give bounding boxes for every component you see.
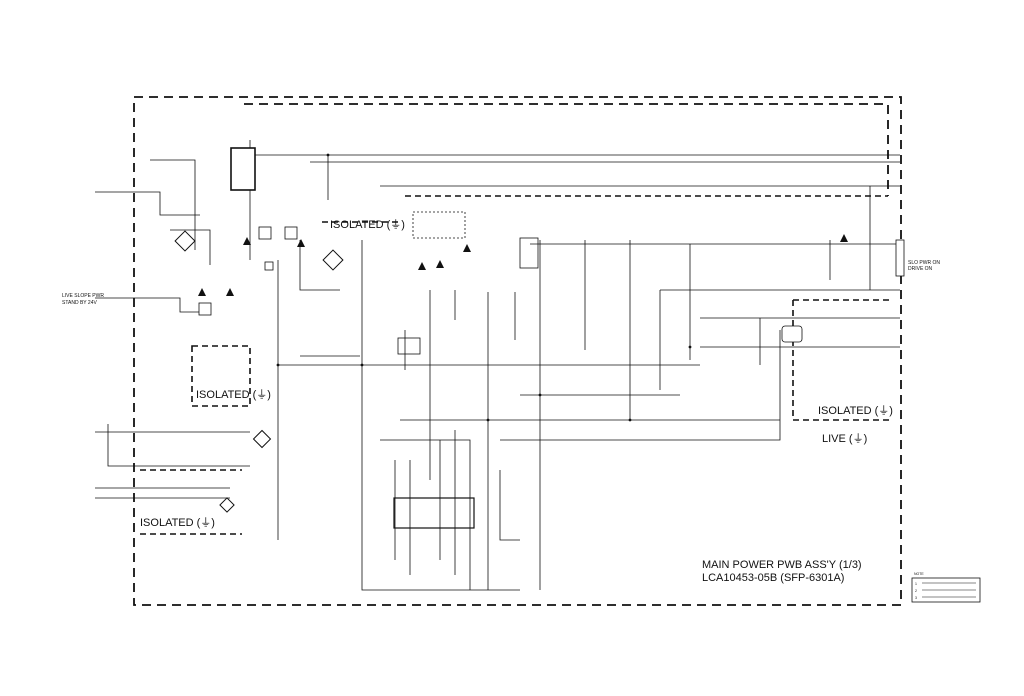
isolated-region-bottom-left <box>140 469 242 535</box>
isolated-region-left <box>191 345 251 407</box>
connector-label-4: DRIVE ON <box>908 266 933 272</box>
wire-v-8 <box>500 330 781 441</box>
junction-dot <box>688 345 692 349</box>
ic-bottom-controller <box>393 497 475 529</box>
region-label-isolated-3: ISOLATED (⏚) <box>140 516 215 529</box>
input-wire-8 <box>170 229 211 265</box>
ic-bus-1 <box>380 439 471 590</box>
junction-dot <box>360 363 364 367</box>
connector-right <box>895 239 905 277</box>
warning-triangle-1 <box>418 262 426 270</box>
connector-label-3: SLO PWR ON <box>908 260 940 266</box>
board-outline <box>133 96 902 606</box>
warning-triangle-5 <box>198 288 206 296</box>
ic-connector-top <box>412 211 466 239</box>
relay-right <box>781 325 803 343</box>
input-wire-2 <box>95 297 210 313</box>
ic-pwm-controller <box>230 147 256 191</box>
input-wire-7 <box>150 159 196 250</box>
ic-bus-6 <box>499 470 520 541</box>
note-heading: NOTE <box>914 572 924 576</box>
region-label-isolated-1: ISOLATED (⏚) <box>330 218 405 231</box>
junction-dot <box>276 363 280 367</box>
opto-1 <box>258 226 272 240</box>
bridge-rectifier-3 <box>252 429 272 449</box>
opto-2 <box>284 226 298 240</box>
opto-3 <box>198 302 212 316</box>
opto-4 <box>264 261 274 271</box>
connector-label-1: LIVE SLOPE PWR <box>62 293 104 299</box>
ic-mid-regulator <box>397 337 421 355</box>
bridge-rectifier-2 <box>322 249 344 271</box>
warning-triangle-3 <box>463 244 471 252</box>
junction-dot <box>486 418 490 422</box>
note-box: NOTE 1 2 3 <box>911 572 981 603</box>
junction-dot <box>628 418 632 422</box>
input-wire-1 <box>95 191 200 216</box>
warning-triangle-6 <box>226 288 234 296</box>
warning-triangle-2 <box>436 260 444 268</box>
input-wire-6 <box>107 424 250 467</box>
transformer-block <box>519 237 539 269</box>
inner-boundary-top <box>244 103 889 196</box>
region-label-isolated-4: ISOLATED (⏚) <box>818 404 893 417</box>
junction-dot <box>326 153 330 157</box>
bridge-rectifier-1 <box>174 230 196 252</box>
warning-triangle-8 <box>297 239 305 247</box>
note-line-2: 2 <box>915 589 917 593</box>
warning-triangle-7 <box>243 237 251 245</box>
wire-v-17 <box>299 240 340 291</box>
isolated-boundary-mid <box>322 195 888 223</box>
wire-v-1 <box>361 240 520 591</box>
note-line-1: 1 <box>915 582 917 586</box>
junction-dot <box>538 393 542 397</box>
connector-label-2: STAND BY 24V <box>62 300 97 306</box>
note-line-3: 3 <box>915 596 917 600</box>
region-label-live: LIVE (⏚) <box>822 432 867 445</box>
title-line-2: LCA10453-05B (SFP-6301A) <box>702 572 844 584</box>
title-line-1: MAIN POWER PWB ASS'Y (1/3) <box>702 559 862 571</box>
bridge-rectifier-4 <box>219 497 235 513</box>
isolated-boundary-right <box>792 299 890 421</box>
warning-triangle-4 <box>840 234 848 242</box>
region-label-isolated-2: ISOLATED (⏚) <box>196 388 271 401</box>
